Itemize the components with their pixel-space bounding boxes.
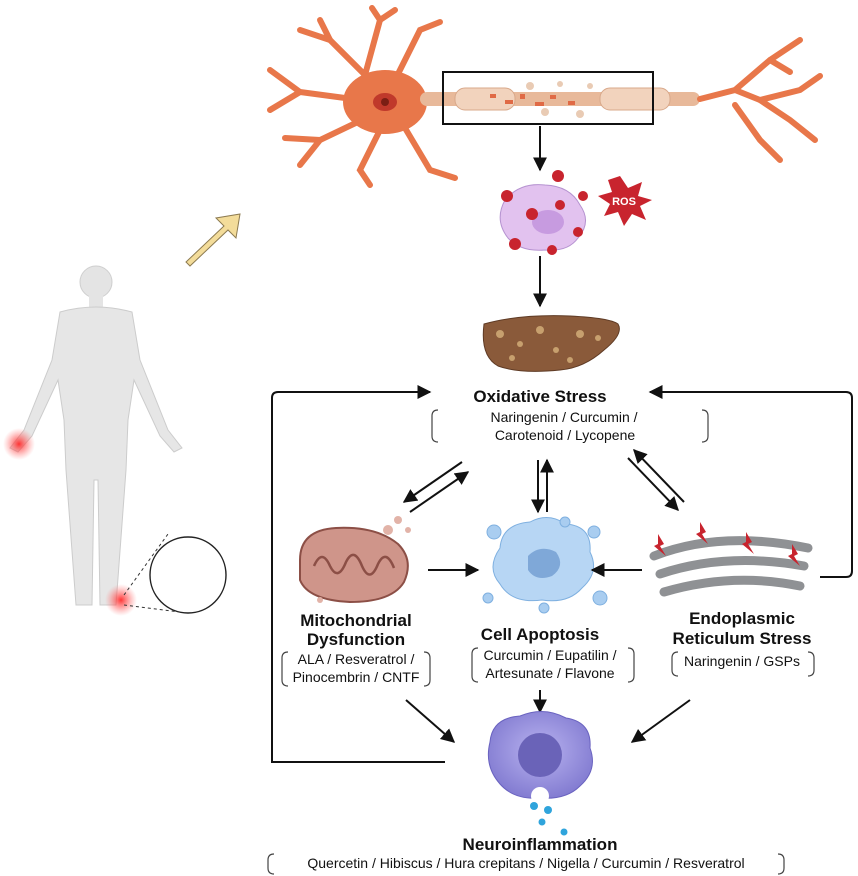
zoom-circle — [149, 536, 227, 614]
mitochondrial-title-line1: Mitochondrial — [300, 611, 411, 630]
apoptosis-title: Cell Apoptosis — [481, 625, 599, 644]
er-stress-compounds-line1: Naringenin / GSPs — [684, 653, 800, 669]
ros-burst-icon — [598, 176, 652, 226]
oxidative-tissue-illustration — [482, 315, 620, 372]
neuroinflammation-title: Neuroinflammation — [463, 835, 618, 854]
mitochondrial-compounds-line1: ALA / Resveratrol / — [298, 651, 415, 667]
oxidative-stress-compounds-line2: Carotenoid / Lycopene — [495, 427, 636, 443]
ankle-inflammation-glow — [105, 584, 137, 616]
apoptosis-compounds-line2: Artesunate / Flavone — [485, 665, 614, 681]
er-stress-title-line2: Reticulum Stress — [673, 629, 812, 648]
human-body-illustration — [3, 265, 227, 616]
pointer-arrow — [185, 213, 241, 267]
ros-damaged-cell: ROS — [499, 170, 652, 255]
neuroinflammation-compounds-line1: Quercetin / Hibiscus / Hura crepitans / … — [307, 855, 744, 871]
axon-damage-highlight-box — [442, 71, 654, 125]
apoptotic-cell-illustration — [482, 516, 608, 614]
left-feedback-arrow — [271, 385, 445, 763]
mitochondrial-compounds-line2: Pinocembrin / CNTF — [293, 669, 420, 685]
immune-cell-illustration — [487, 711, 593, 836]
oxidative-stress-compounds-line1: Naringenin / Curcumin / — [490, 409, 637, 425]
apoptosis-compounds-line1: Curcumin / Eupatilin / — [483, 647, 616, 663]
mitochondrial-title-line2: Dysfunction — [307, 630, 405, 649]
right-feedback-arrow — [648, 385, 853, 578]
mitochondrion-illustration — [299, 516, 411, 604]
er-stress-title-line1: Endoplasmic — [689, 609, 795, 628]
endoplasmic-reticulum-illustration — [649, 522, 813, 597]
oxidative-stress-title: Oxidative Stress — [473, 387, 606, 406]
neuron-illustration — [267, 5, 823, 188]
ros-label: ROS — [612, 196, 636, 208]
wrist-inflammation-glow — [3, 428, 35, 460]
